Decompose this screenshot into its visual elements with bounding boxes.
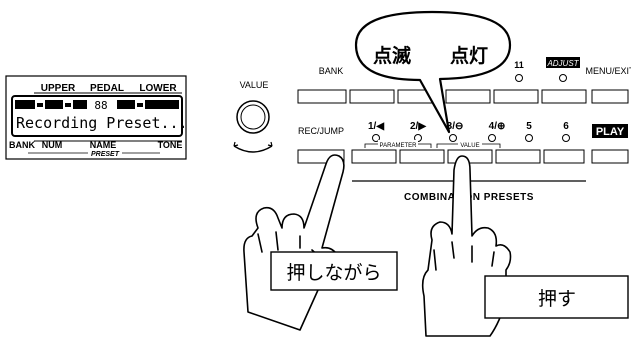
button-1-label: 1/◀ bbox=[368, 121, 384, 132]
led-3 bbox=[449, 134, 457, 142]
display-lower-label: LOWER bbox=[139, 83, 177, 94]
display-tone-label: TONE bbox=[158, 140, 183, 150]
value-knob[interactable]: VALUE bbox=[233, 80, 273, 153]
top-button-1[interactable] bbox=[349, 89, 395, 104]
numbered-buttons: 1/◀ 2/▶ 3/⊖ 4/⊕ 5 6 bbox=[351, 121, 585, 164]
display-upper-label: UPPER bbox=[41, 83, 76, 94]
led-6 bbox=[562, 134, 570, 142]
press-caption: 押す bbox=[484, 275, 629, 319]
adjust-button[interactable] bbox=[541, 89, 587, 104]
value-bracket-label: VALUE bbox=[460, 143, 479, 149]
led-adjust bbox=[559, 74, 567, 82]
blink-label: 点滅 bbox=[373, 44, 411, 67]
top-row-buttons bbox=[349, 89, 587, 104]
lcd-message: Recording Preset... bbox=[16, 114, 188, 132]
left-hand-illustration bbox=[243, 154, 345, 331]
display-pedal-label: PEDAL bbox=[90, 83, 124, 94]
bank-button-label: BANK bbox=[319, 66, 344, 76]
hold-caption-text: 押しながら bbox=[286, 262, 381, 284]
eleven-label: 11 bbox=[514, 60, 524, 70]
led-11 bbox=[515, 74, 523, 82]
display-preset-label: PRESET bbox=[91, 151, 120, 158]
led-callout-bubble: 点滅 点灯 bbox=[354, 10, 512, 134]
play-button[interactable] bbox=[591, 149, 629, 164]
button-5-label: 5 bbox=[526, 121, 532, 132]
button-6-label: 6 bbox=[563, 121, 569, 132]
parameter-label: PARAMETER bbox=[380, 143, 418, 149]
button-3-label: 3/⊖ bbox=[447, 121, 464, 132]
button-3[interactable] bbox=[447, 149, 493, 164]
led-1 bbox=[372, 134, 380, 142]
play-label: PLAY bbox=[596, 126, 625, 138]
button-4[interactable] bbox=[495, 149, 541, 164]
hold-caption: 押しながら bbox=[270, 251, 398, 291]
button-1[interactable] bbox=[351, 149, 397, 164]
adjust-label: ADJUST bbox=[546, 59, 579, 68]
lit-label: 点灯 bbox=[450, 45, 488, 67]
value-knob-label: VALUE bbox=[240, 80, 269, 90]
display-bank-label: BANK bbox=[9, 140, 35, 150]
led-5 bbox=[525, 134, 533, 142]
button-2[interactable] bbox=[399, 149, 445, 164]
top-button-3[interactable] bbox=[445, 89, 491, 104]
lcd-number: 88 bbox=[94, 99, 107, 112]
press-caption-text: 押す bbox=[538, 288, 576, 310]
lcd-display: UPPER PEDAL LOWER 88 Recording Preset...… bbox=[5, 75, 188, 160]
display-name-label: NAME bbox=[90, 140, 117, 150]
rec-jump-label: REC/JUMP bbox=[298, 126, 344, 136]
menu-exit-label: MENU/EXIT bbox=[585, 66, 631, 76]
button-2-label: 2/▶ bbox=[410, 121, 427, 132]
bank-button[interactable] bbox=[297, 89, 347, 104]
display-num-label: NUM bbox=[42, 140, 63, 150]
top-button-4[interactable] bbox=[493, 89, 539, 104]
lcd-pixel-blocks bbox=[15, 100, 179, 109]
button-4-label: 4/⊕ bbox=[489, 121, 506, 132]
button-5[interactable] bbox=[543, 149, 585, 164]
menu-exit-button[interactable] bbox=[591, 89, 629, 104]
led-4 bbox=[488, 134, 496, 142]
